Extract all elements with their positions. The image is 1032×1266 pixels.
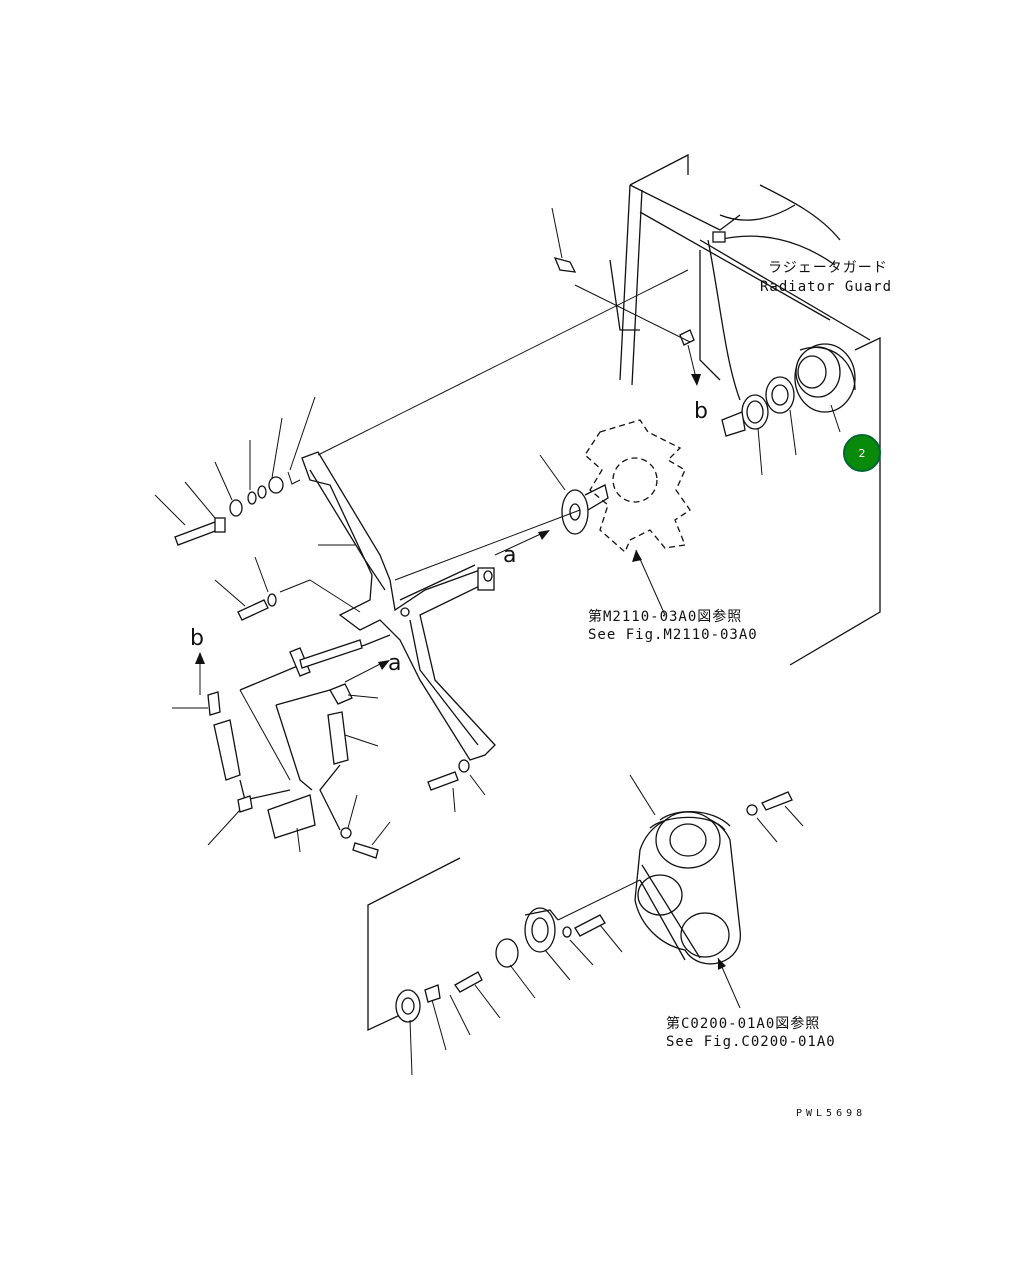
fig-c0200-label-en: See Fig.C0200-01A0 [666, 1034, 836, 1050]
bolt-right-belt [746, 791, 804, 843]
hose-assembly [172, 634, 391, 853]
leader-c0200 [717, 957, 741, 1009]
fig-m2110-label-jp: 第M2110-03A0図参照 [588, 608, 742, 625]
callout-bracket-bottom [367, 857, 461, 1032]
marker-a-upper-label: a [503, 543, 516, 568]
bolt-group-left [154, 396, 316, 546]
marker-b-lower-label: b [190, 626, 204, 651]
marker-a-lower-label: a [388, 651, 401, 676]
marker-b-lower: b [190, 626, 205, 695]
radiator-guard-frame [609, 153, 871, 401]
bolt-mid-left [214, 556, 361, 621]
leader-lines [317, 269, 691, 581]
fig-c0200-label-jp: 第C0200-01A0図参照 [666, 1015, 820, 1032]
drawing-code: PWL5698 [796, 1108, 866, 1119]
callout-2[interactable]: 2 [843, 434, 881, 472]
bolts-bottom-left [340, 759, 486, 859]
bottom-flange-assembly [395, 879, 641, 1076]
fan-hub-dashed [584, 419, 691, 616]
fig-m2110-label-en: See Fig.M2110-03A0 [588, 627, 758, 643]
marker-a-lower: a [344, 651, 401, 683]
main-bracket [301, 451, 496, 761]
callout-2-label[interactable]: 2 [859, 447, 866, 460]
connector-top [551, 207, 577, 273]
callout-bracket-right [789, 336, 881, 666]
callout-2-circle[interactable] [843, 434, 881, 472]
marker-b-upper: b [687, 344, 708, 424]
radiator-guard-label-jp: ラジェータガード [768, 260, 888, 276]
radiator-guard-label-en: Radiator Guard [760, 279, 892, 295]
marker-b-upper-label: b [694, 399, 708, 424]
bearing-housing-assembly [721, 343, 856, 476]
marker-a-upper: a [494, 530, 550, 568]
belt-pulley-assembly [629, 774, 741, 965]
